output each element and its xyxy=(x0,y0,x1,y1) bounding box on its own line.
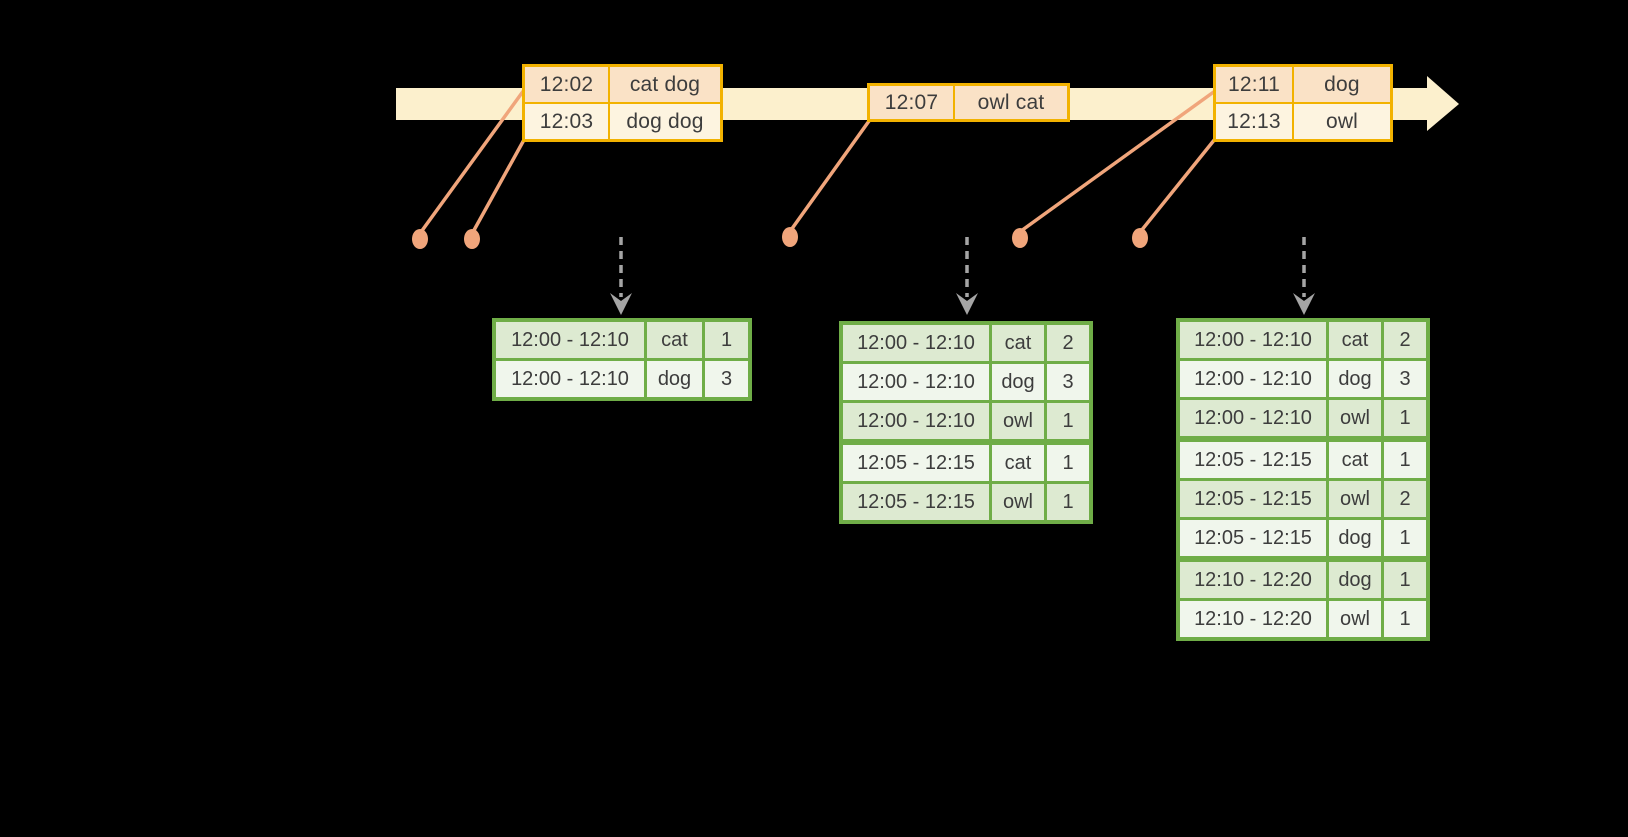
trigger-arrowhead-icon xyxy=(956,293,978,315)
count-cell: 3 xyxy=(1047,364,1089,400)
table-row: 12:00 - 12:10 dog 3 xyxy=(1180,361,1426,397)
word-cell: cat xyxy=(647,322,702,358)
count-cell: 1 xyxy=(1047,403,1089,439)
table-row: 12:00 - 12:10 cat 2 xyxy=(1180,322,1426,358)
count-cell: 2 xyxy=(1384,481,1426,517)
word-cell: cat xyxy=(992,325,1044,361)
window-cell: 12:00 - 12:10 xyxy=(843,403,989,439)
event-time: 12:11 xyxy=(1216,67,1292,102)
window-cell: 12:00 - 12:10 xyxy=(496,361,644,397)
count-cell: 1 xyxy=(1384,601,1426,637)
word-cell: owl xyxy=(992,484,1044,520)
window-cell: 12:00 - 12:10 xyxy=(1180,322,1326,358)
word-cell: cat xyxy=(1329,322,1381,358)
connector-line xyxy=(419,88,526,234)
count-cell: 1 xyxy=(1047,484,1089,520)
word-cell: dog xyxy=(647,361,702,397)
connector-line xyxy=(789,119,871,232)
window-cell: 12:00 - 12:10 xyxy=(1180,400,1326,436)
count-cell: 1 xyxy=(1384,442,1426,478)
window-cell: 12:00 - 12:10 xyxy=(1180,361,1326,397)
table-row: 12:10 - 12:20 owl 1 xyxy=(1180,601,1426,637)
event-time: 12:07 xyxy=(870,86,953,119)
event-dot xyxy=(782,227,798,247)
table-row: 12:00 - 12:10 dog 3 xyxy=(843,364,1089,400)
event-dot xyxy=(464,229,480,249)
trigger-arrowhead-icon xyxy=(610,293,632,315)
count-cell: 3 xyxy=(1384,361,1426,397)
event-box-1211-1213: 12:11 dog 12:13 owl xyxy=(1213,64,1393,142)
window-cell: 12:05 - 12:15 xyxy=(843,484,989,520)
connector-line xyxy=(471,137,527,233)
result-table-1: 12:00 - 12:10 cat 1 12:00 - 12:10 dog 3 xyxy=(492,318,752,401)
table-row: 12:10 - 12:20 dog 1 xyxy=(1180,562,1426,598)
table-row: 12:05 - 12:15 cat 1 xyxy=(843,445,1089,481)
count-cell: 1 xyxy=(1047,445,1089,481)
table-row: 12:05 - 12:15 cat 1 xyxy=(1180,442,1426,478)
event-time: 12:13 xyxy=(1216,104,1292,139)
event-words: owl xyxy=(1294,104,1390,139)
event-dot xyxy=(1132,228,1148,248)
count-cell: 3 xyxy=(705,361,748,397)
count-cell: 1 xyxy=(1384,520,1426,556)
table-row: 12:00 - 12:10 dog 3 xyxy=(496,361,748,397)
count-cell: 1 xyxy=(1384,562,1426,598)
table-row: 12:05 - 12:15 dog 1 xyxy=(1180,520,1426,556)
connector-line xyxy=(1019,89,1217,233)
table-row: 12:05 - 12:15 owl 1 xyxy=(843,484,1089,520)
count-cell: 1 xyxy=(705,322,748,358)
event-box-1202-1203: 12:02 cat dog 12:03 dog dog xyxy=(522,64,723,142)
result-table-3: 12:00 - 12:10 cat 2 12:00 - 12:10 dog 3 … xyxy=(1176,318,1430,641)
count-cell: 2 xyxy=(1047,325,1089,361)
timeline-arrowhead-icon xyxy=(1427,76,1459,131)
event-box-1207: 12:07 owl cat xyxy=(867,83,1070,122)
window-cell: 12:05 - 12:15 xyxy=(843,445,989,481)
word-cell: cat xyxy=(992,445,1044,481)
word-cell: owl xyxy=(992,403,1044,439)
word-cell: dog xyxy=(1329,562,1381,598)
event-words: dog xyxy=(1294,67,1390,102)
window-cell: 12:10 - 12:20 xyxy=(1180,601,1326,637)
event-words: owl cat xyxy=(955,86,1067,119)
word-cell: dog xyxy=(992,364,1044,400)
table-row: 12:00 - 12:10 cat 2 xyxy=(843,325,1089,361)
word-cell: owl xyxy=(1329,481,1381,517)
word-cell: owl xyxy=(1329,400,1381,436)
event-time: 12:02 xyxy=(525,67,608,102)
word-cell: dog xyxy=(1329,520,1381,556)
event-words: cat dog xyxy=(610,67,720,102)
word-cell: cat xyxy=(1329,442,1381,478)
connector-line xyxy=(1139,137,1217,233)
window-cell: 12:00 - 12:10 xyxy=(843,364,989,400)
window-cell: 12:00 - 12:10 xyxy=(843,325,989,361)
event-dot xyxy=(412,229,428,249)
window-cell: 12:05 - 12:15 xyxy=(1180,481,1326,517)
word-cell: dog xyxy=(1329,361,1381,397)
event-time: 12:03 xyxy=(525,104,608,139)
table-row: 12:00 - 12:10 owl 1 xyxy=(1180,400,1426,436)
window-cell: 12:10 - 12:20 xyxy=(1180,562,1326,598)
result-table-2: 12:00 - 12:10 cat 2 12:00 - 12:10 dog 3 … xyxy=(839,321,1093,524)
trigger-arrowhead-icon xyxy=(1293,293,1315,315)
count-cell: 2 xyxy=(1384,322,1426,358)
table-row: 12:05 - 12:15 owl 2 xyxy=(1180,481,1426,517)
event-words: dog dog xyxy=(610,104,720,139)
window-cell: 12:00 - 12:10 xyxy=(496,322,644,358)
word-cell: owl xyxy=(1329,601,1381,637)
count-cell: 1 xyxy=(1384,400,1426,436)
event-dot xyxy=(1012,228,1028,248)
window-cell: 12:05 - 12:15 xyxy=(1180,520,1326,556)
window-cell: 12:05 - 12:15 xyxy=(1180,442,1326,478)
table-row: 12:00 - 12:10 owl 1 xyxy=(843,403,1089,439)
table-row: 12:00 - 12:10 cat 1 xyxy=(496,322,748,358)
